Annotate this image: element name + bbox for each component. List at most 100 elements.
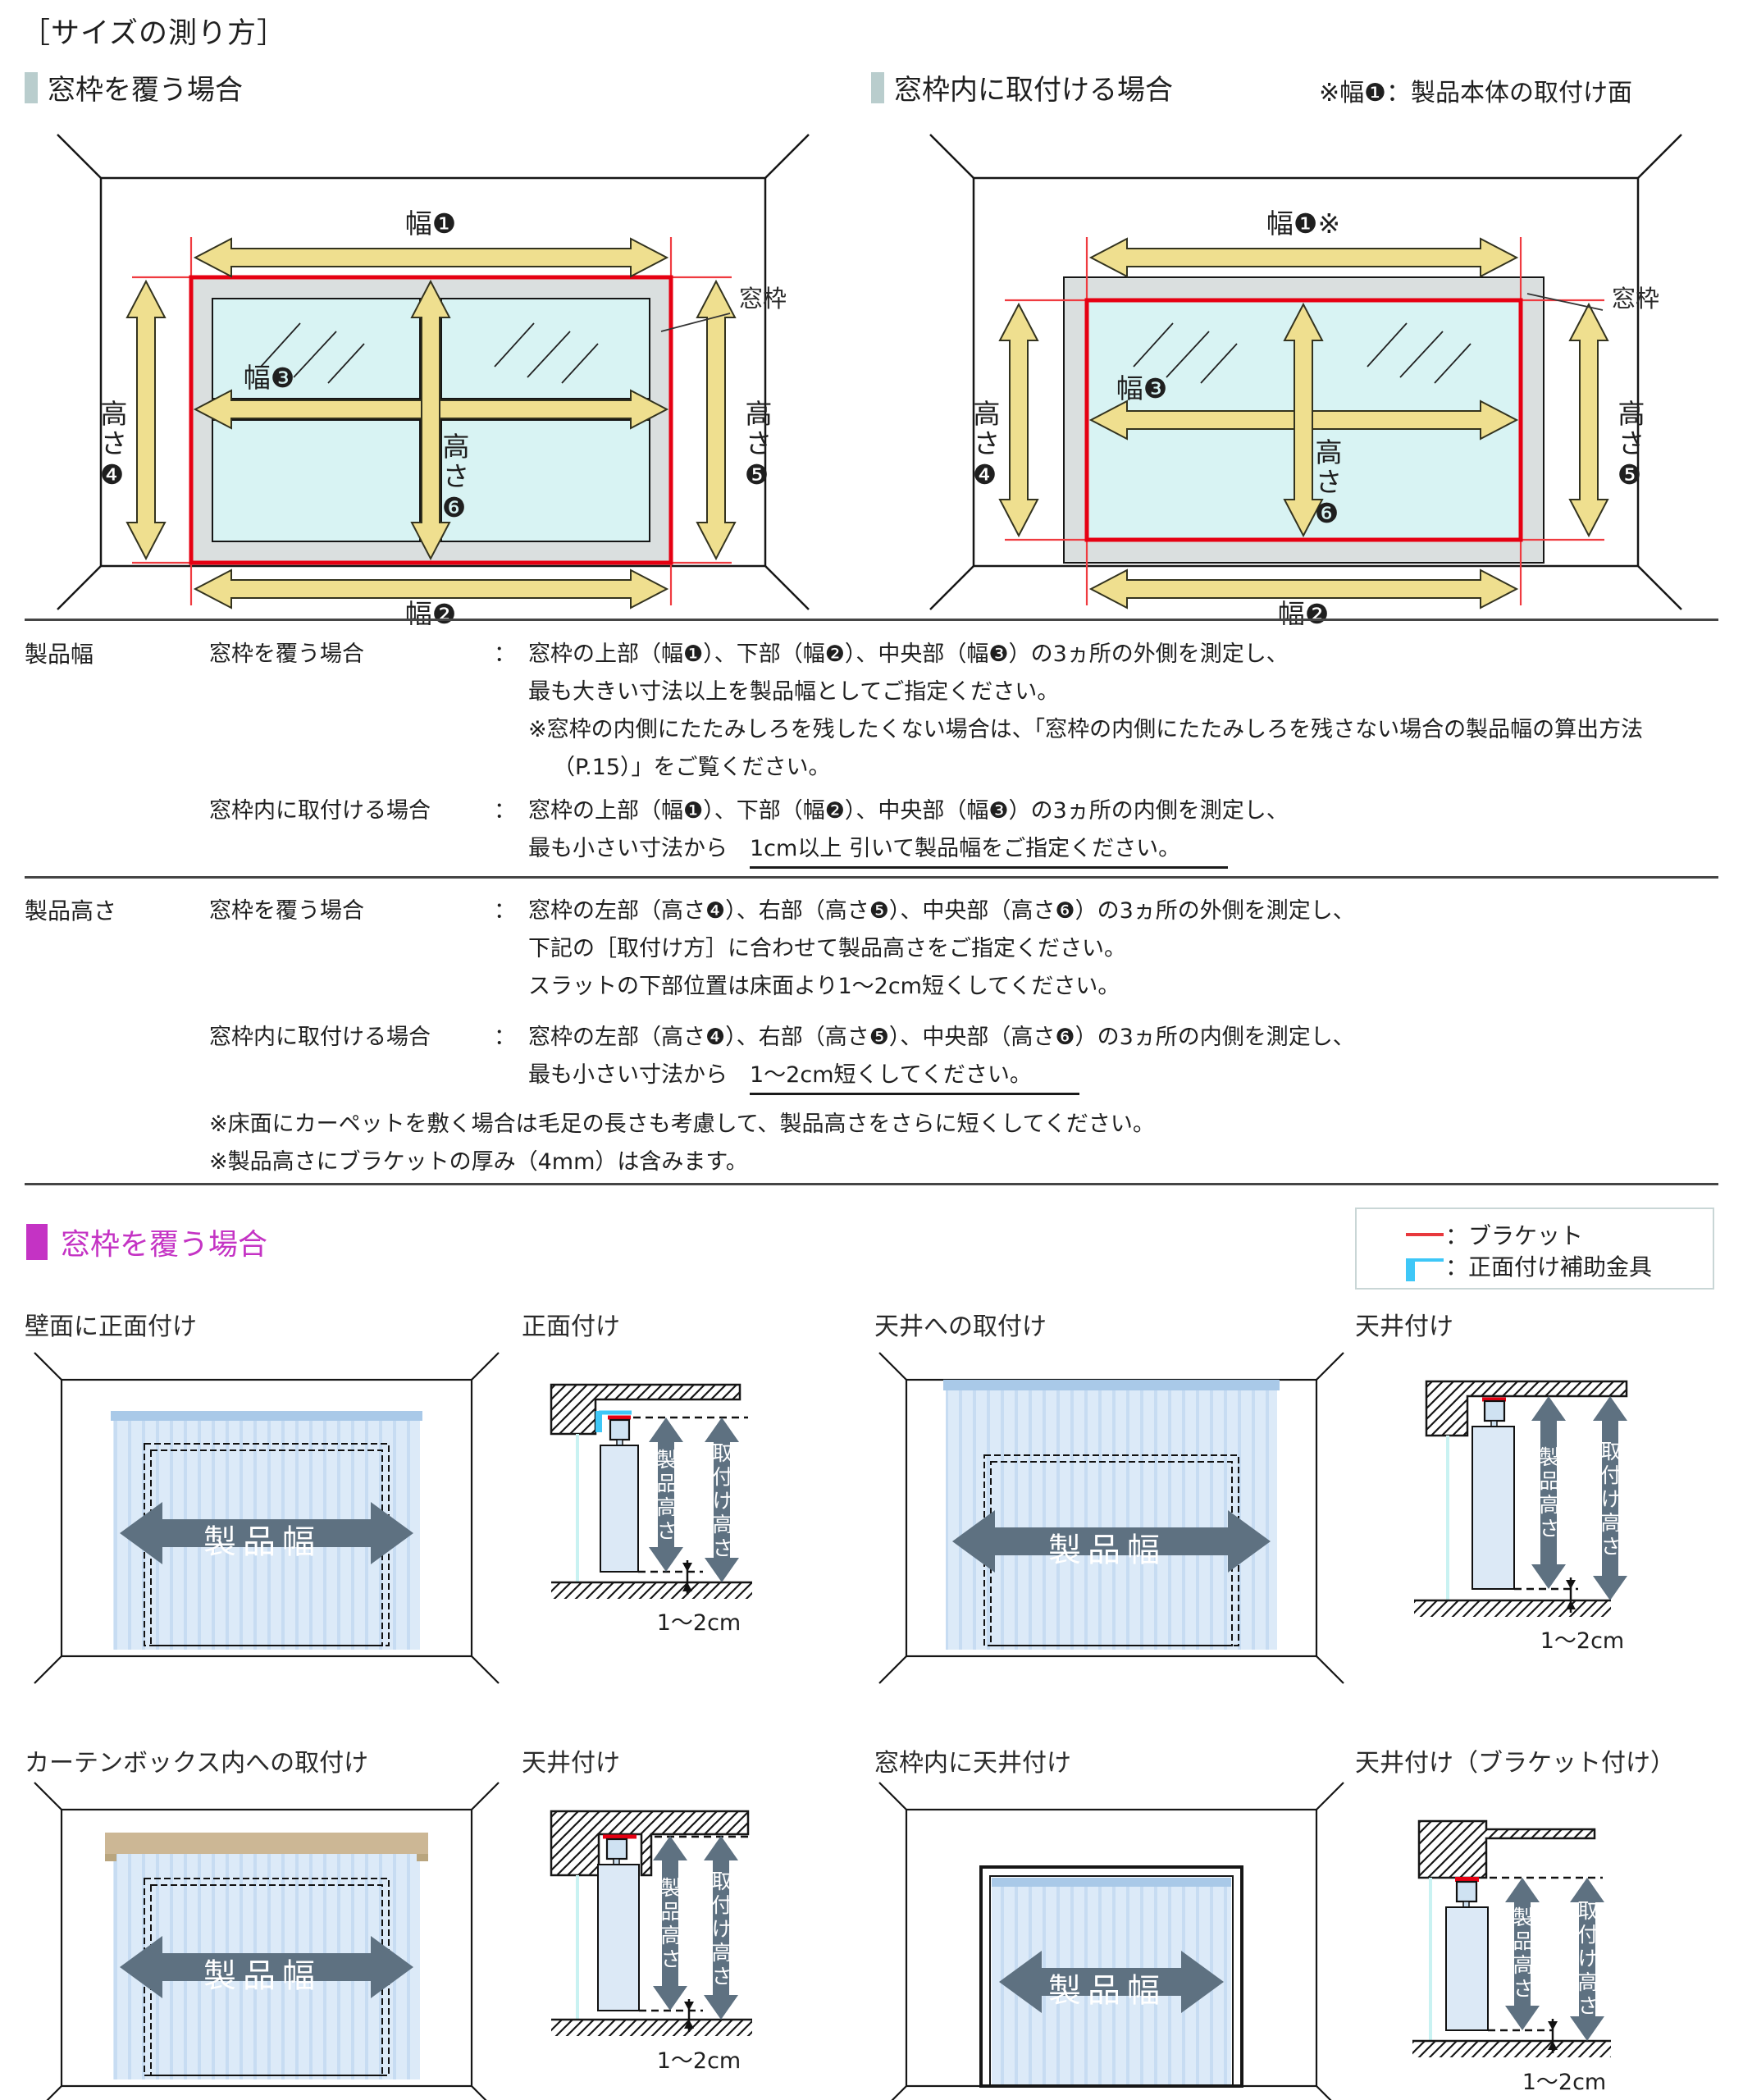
diagram-title-r2c3: 窓枠内に天井付け <box>874 1749 1071 1778</box>
head-rail-box <box>609 1418 631 1441</box>
height6-label: 高さ❻ <box>438 432 470 526</box>
product-width-label: 製品幅 <box>203 1523 322 1561</box>
width2-label: 幅❷ <box>1278 598 1330 625</box>
legend-bracket-label: ：ブラケット <box>1445 1222 1584 1249</box>
aux-bracket-icon <box>595 1411 602 1432</box>
mount-height-arrow <box>1570 1878 1604 2041</box>
height6-arrow <box>1283 302 1324 538</box>
width2-label: 幅❷ <box>405 598 457 625</box>
height5-arrow <box>696 279 737 561</box>
colon: ： <box>494 898 516 924</box>
product-height-label: 製品高さ <box>654 1449 678 1544</box>
diagram-curtain-box-room: 製品幅 <box>16 1770 509 2100</box>
ceiling-recess-hatch <box>550 1810 750 1877</box>
rail-connector <box>616 1439 623 1446</box>
case-label: 窓枠内に取付ける場合 <box>209 798 431 824</box>
height6-label: 高さ❻ <box>1311 438 1343 532</box>
wall-lintel-hatch <box>550 1383 741 1436</box>
diagram-title-r2c4: 天井付け（ブラケット付け） <box>1355 1749 1675 1778</box>
product-height-arrow <box>1531 1396 1566 1589</box>
gap-measure-arrow <box>684 1999 694 2032</box>
text-line: 窓枠の左部（高さ❹）、右部（高さ❺）、中央部（高さ❻）の3ヵ所の内側を測定し、 <box>528 1025 1355 1050</box>
divider <box>25 619 1718 621</box>
rail-connector <box>613 1858 620 1865</box>
blind-body <box>946 1390 1277 1650</box>
mount-height-arrow <box>1593 1396 1627 1600</box>
diagram-title-r2c1: カーテンボックス内への取付け <box>25 1749 369 1778</box>
curtain-box-end <box>417 1854 428 1861</box>
measure-diagram-inside-svg: 幅❶※ 幅❷ 幅❸ 窓枠 <box>929 134 1682 630</box>
product-width-arrow <box>952 1510 1271 1573</box>
text-line: ※窓枠の内側にたたみしろを残したくない場合は、「窓枠の内側にたたみしろを残さない… <box>528 717 1644 742</box>
mount-section-header-label: 窓枠を覆う場合 <box>61 1228 268 1262</box>
legend-bracket-row: ：ブラケット <box>1406 1219 1713 1250</box>
diagram-wall-front-mount: 製品幅 <box>16 1340 509 1685</box>
red-guide-lines <box>132 237 732 605</box>
text-underlined: 1～2cm短くしてください。 <box>750 1062 1079 1095</box>
width3-label: 幅❸ <box>1116 372 1168 404</box>
window-frame-label: 窓枠 <box>739 285 787 313</box>
case-width-cover: 窓枠を覆う場合 ： 窓枠の上部（幅❶）、下部（幅❷）、中央部（幅❸）の3ヵ所の外… <box>209 636 1643 787</box>
width1-starred-label: 幅❶※ <box>1266 208 1340 240</box>
head-rail-box <box>1483 1399 1506 1422</box>
diagram-ceiling-mount-room: 製品幅 <box>861 1340 1353 1685</box>
text-line: 最も小さい寸法から 1～2cm短くしてください。 <box>528 1057 1355 1095</box>
head-rail <box>943 1380 1280 1390</box>
gap-measure-arrow <box>682 1560 692 1595</box>
colon: ： <box>494 641 516 667</box>
case-text: 窓枠の上部（幅❶）、下部（幅❷）、中央部（幅❸）の3ヵ所の外側を測定し、 最も大… <box>528 636 1643 787</box>
page-title: ［サイズの測り方］ <box>21 17 286 50</box>
width1-arrow <box>1088 237 1519 278</box>
mount-height-label: 取付け高さ <box>1598 1440 1622 1559</box>
mount-height-label: 取付け高さ <box>710 1442 733 1561</box>
product-height-arrow <box>1505 1878 1540 2030</box>
legend-box: ：ブラケット ：正面付け補助金具 <box>1355 1208 1714 1290</box>
curtain-box <box>105 1833 428 1854</box>
width1-label: 幅❶ <box>405 208 457 240</box>
product-height-label: 製品高さ <box>658 1877 682 1972</box>
text-underlined: 1cm以上 引いて製品幅をご指定ください。 <box>750 836 1229 869</box>
gap-label: 1～2cm <box>656 2048 741 2074</box>
diagram-title-r1c2: 正面付け <box>522 1312 620 1341</box>
height4-label: 高さ❹ <box>969 399 1001 493</box>
width1-note: ※幅❶：製品本体の取付け面 <box>1319 79 1633 107</box>
rail-connector <box>1490 1420 1498 1427</box>
mount-height-label: 取付け高さ <box>1575 1900 1599 2019</box>
text-line: 下記の［取付け方］に合わせて製品高さをご指定ください。 <box>528 936 1126 961</box>
glass-glare-lines <box>260 322 599 384</box>
diagram-title-r1c1: 壁面に正面付け <box>25 1312 197 1341</box>
product-width-label: 製品幅 <box>1048 1972 1166 2010</box>
note-line: ※床面にカーペットを敷く場合は毛足の長さも考慮して、製品高さをさらに短くしてくだ… <box>209 1112 1155 1137</box>
case-label: 窓枠を覆う場合 <box>209 641 364 667</box>
height4-label: 高さ❹ <box>96 399 128 493</box>
diagram-ceiling-mount-box-section: 製品高さ 取付け高さ 1～2cm <box>502 1770 855 2100</box>
text-line: （P.15）」をご覧ください。 <box>553 755 831 780</box>
diagram-title-r1c4: 天井付け <box>1355 1312 1453 1341</box>
height5-arrow <box>1568 302 1609 538</box>
height6-arrow <box>410 279 451 561</box>
gap-label: 1～2cm <box>656 1610 741 1636</box>
wall-lintel-hatch <box>1417 1819 1596 1879</box>
diagram-inside-frame-room: 製品幅 <box>861 1770 1353 2100</box>
param-height: 製品高さ <box>25 897 117 924</box>
mount-height-arrow <box>705 1418 739 1582</box>
head-rail <box>111 1411 422 1421</box>
magenta-bullet-icon <box>26 1224 48 1260</box>
measure-arrows <box>125 237 737 609</box>
blind-body <box>600 1445 639 1573</box>
product-width-arrow <box>120 1936 413 1998</box>
curtain-box-end <box>105 1854 116 1861</box>
diagram-ceiling-mount-box-section-svg <box>550 1810 752 2036</box>
window-frame-pointer <box>660 313 731 332</box>
case-width-inside: 窓枠内に取付ける場合 ： 窓枠の上部（幅❶）、下部（幅❷）、中央部（幅❸）の3ヵ… <box>209 792 1289 869</box>
gap-label: 1～2cm <box>1540 1628 1625 1654</box>
blind-body <box>1445 1906 1489 2031</box>
width3-label: 幅❸ <box>244 362 295 394</box>
product-height-arrow <box>649 1418 683 1572</box>
diagram-curtain-box-room-svg <box>34 1782 500 2100</box>
floor-hatch <box>1414 1600 1611 1617</box>
text-line: 窓枠の上部（幅❶）、下部（幅❷）、中央部（幅❸）の3ヵ所の外側を測定し、 <box>528 641 1289 667</box>
red-guide-lines <box>1005 237 1604 605</box>
mount-section-header: 窓枠を覆う場合 <box>26 1221 267 1263</box>
diagram-ceiling-bracket-section: 製品高さ 取付け高さ 1～2cm <box>1365 1770 1718 2100</box>
